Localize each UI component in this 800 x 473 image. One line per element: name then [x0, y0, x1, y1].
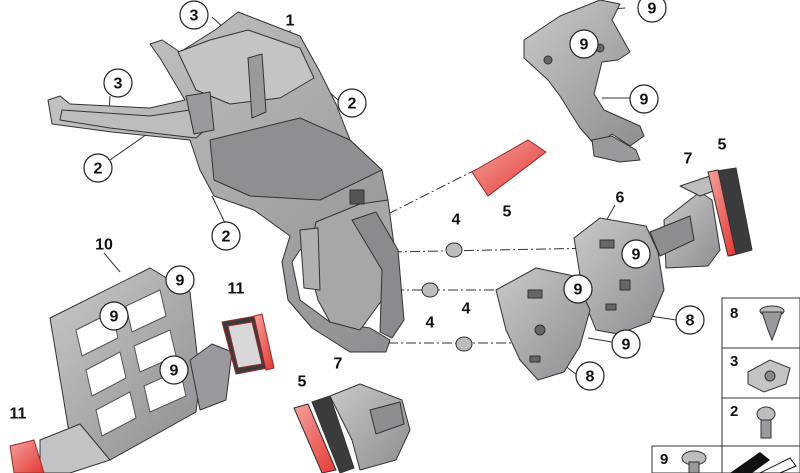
- reflector-holder-part-7-right: [649, 167, 753, 269]
- callout-c3b: 3: [103, 68, 133, 98]
- callout-number: 5: [718, 137, 727, 154]
- callout-number: 7: [684, 151, 693, 168]
- callout-c1: 1: [286, 13, 295, 30]
- callout-c9h: 9: [99, 301, 129, 331]
- callout-circle: [621, 239, 651, 269]
- callout-c7b: 7: [334, 356, 343, 373]
- callout-c11a: 11: [228, 281, 245, 298]
- callout-circle: [165, 265, 195, 295]
- callout-circle: [637, 0, 667, 23]
- callout-c5c: 5: [298, 374, 307, 391]
- callout-c9d: 9: [621, 239, 651, 269]
- nut-part-4: [421, 242, 473, 352]
- callout-number: 4: [452, 212, 461, 229]
- callout-circle: [103, 68, 133, 98]
- callout-circle: [337, 88, 367, 118]
- callout-c2a: 2: [337, 88, 367, 118]
- callout-number: 6: [616, 190, 625, 207]
- callout-number: 3: [190, 8, 199, 25]
- callout-circle: [611, 329, 641, 359]
- callout-circle: [675, 305, 705, 335]
- callout-number: 9: [648, 1, 657, 18]
- callout-number: 9: [632, 247, 641, 264]
- callout-number: 7: [334, 356, 343, 373]
- callout-circle: [99, 301, 129, 331]
- callout-circle: [159, 355, 189, 385]
- upper-bracket: [523, 0, 645, 163]
- callout-c2b: 2: [83, 153, 113, 183]
- callout-number: 9: [640, 92, 649, 109]
- callout-c2c: 2: [211, 221, 241, 251]
- callout-number: 3: [114, 76, 123, 93]
- callout-c4a: 4: [452, 212, 461, 229]
- callout-number: 10: [95, 237, 113, 254]
- callout-number: 4: [462, 301, 471, 318]
- flat-head-screw-icon: [681, 450, 707, 473]
- legend-label-3: 3: [730, 353, 738, 370]
- callout-c4c: 4: [462, 301, 471, 318]
- callout-number: 2: [94, 161, 103, 178]
- callout-c11b: 11: [10, 406, 27, 423]
- callout-number: 9: [176, 273, 185, 290]
- callout-circle: [569, 29, 599, 59]
- callout-circle: [575, 361, 605, 391]
- callout-c8a: 8: [675, 305, 705, 335]
- callout-c5a: 5: [503, 204, 512, 221]
- callout-number: 9: [170, 363, 179, 380]
- screw-pointed-icon: [759, 305, 785, 342]
- callout-number: 9: [574, 282, 583, 299]
- callout-number: 11: [228, 281, 245, 298]
- callout-number: 8: [586, 369, 595, 386]
- callout-c5b: 5: [718, 137, 727, 154]
- torx-screw-icon: [756, 406, 776, 439]
- reflector-part-5-top: [471, 139, 547, 197]
- callout-c9g: 9: [165, 265, 195, 295]
- legend-label-8: 8: [730, 305, 738, 322]
- callout-number: 9: [622, 337, 631, 354]
- callout-number: 5: [503, 204, 512, 221]
- clip-nut-icon: [747, 359, 791, 393]
- callout-number: 11: [10, 406, 27, 423]
- callout-circle: [179, 0, 209, 30]
- callout-number: 2: [222, 229, 231, 246]
- callout-c3a: 3: [179, 0, 209, 30]
- callout-number: 2: [348, 96, 357, 113]
- callout-number: 4: [426, 315, 435, 332]
- callout-c4b: 4: [426, 315, 435, 332]
- callout-number: 1: [286, 13, 295, 30]
- callout-c6: 6: [616, 190, 625, 207]
- callout-c9f: 9: [611, 329, 641, 359]
- legend-label-9: 9: [660, 451, 668, 468]
- callout-c9i: 9: [159, 355, 189, 385]
- reference-arrow-icon: [730, 452, 797, 473]
- callout-c7a: 7: [684, 151, 693, 168]
- callout-circle: [563, 274, 593, 304]
- callout-c9a: 9: [637, 0, 667, 23]
- callout-number: 8: [686, 313, 695, 330]
- callout-c9b: 9: [569, 29, 599, 59]
- callout-number: 9: [580, 37, 589, 54]
- fastener-legend: 8 3 2 9: [651, 297, 800, 473]
- callout-c8b: 8: [575, 361, 605, 391]
- plate-frame-part-10: [39, 267, 233, 473]
- reflector-holder-part-7-bottom: [293, 383, 411, 473]
- callout-number: 9: [110, 309, 119, 326]
- main-frame-part-1: [47, 11, 405, 353]
- callout-c9e: 9: [563, 274, 593, 304]
- callout-c10: 10: [95, 237, 113, 254]
- callout-number: 5: [298, 374, 307, 391]
- callout-circle: [629, 84, 659, 114]
- callout-circle: [211, 221, 241, 251]
- legend-label-2: 2: [730, 403, 738, 420]
- callout-layer: 1 2 2 2 3 3 4 4 4 5 5 5 6 7 7 8 8 9 9 9 9 9 9 9 9 9 10 11 11: [10, 0, 727, 423]
- callout-c9c: 9: [629, 84, 659, 114]
- callout-circle: [83, 153, 113, 183]
- reflector-part-11: [9, 313, 275, 473]
